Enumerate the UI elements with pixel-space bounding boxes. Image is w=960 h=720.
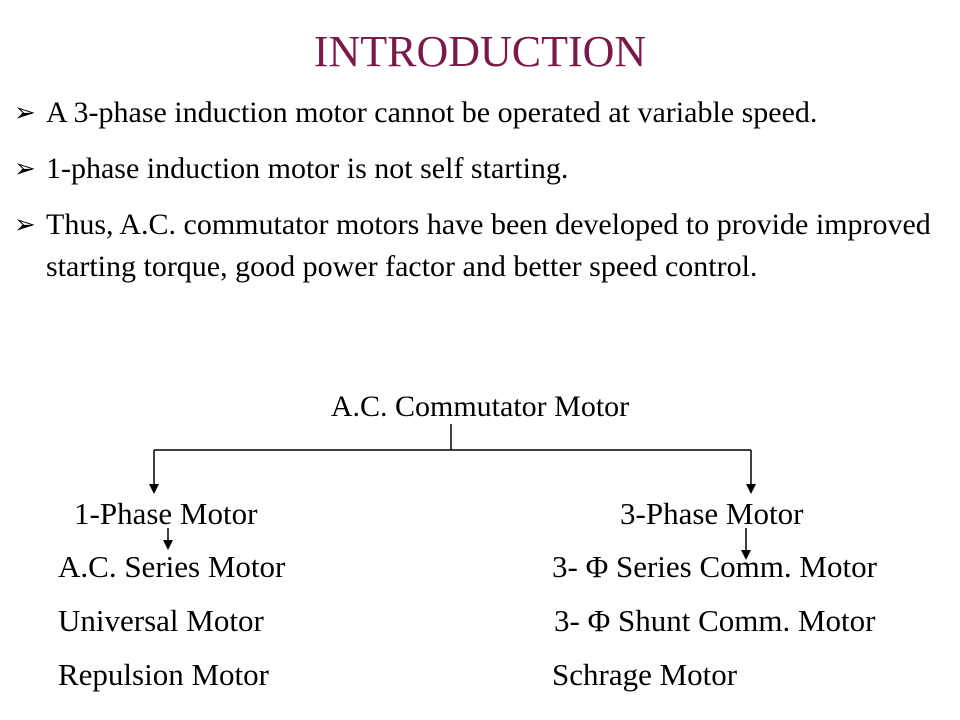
- bullet-text: 1-phase induction motor is not self star…: [46, 152, 569, 185]
- arrow-bullet-icon: ➢: [14, 98, 36, 127]
- bullet-item: ➢ 1-phase induction motor is not self st…: [14, 148, 934, 190]
- right-branch-item: 3- Φ Shunt Comm. Motor: [554, 603, 876, 638]
- left-branch-arrowhead: [149, 484, 159, 494]
- right-branch-item: Schrage Motor: [552, 657, 738, 692]
- left-branch-item: A.C. Series Motor: [58, 549, 286, 584]
- bullet-item: ➢ Thus, A.C. commutator motors have been…: [14, 204, 934, 288]
- left-branch-heading: 1-Phase Motor: [74, 496, 258, 531]
- right-branch-arrowhead: [746, 484, 756, 494]
- bullet-list: ➢ A 3-phase induction motor cannot be op…: [14, 92, 934, 302]
- left-branch-item: Repulsion Motor: [58, 657, 269, 692]
- bullet-text: Thus, A.C. commutator motors have been d…: [46, 208, 931, 283]
- arrow-bullet-icon: ➢: [14, 210, 36, 239]
- slide-title: INTRODUCTION: [313, 27, 647, 76]
- classification-root: A.C. Commutator Motor: [330, 390, 630, 423]
- left-branch-item: Universal Motor: [58, 603, 264, 638]
- bullet-text: A 3-phase induction motor cannot be oper…: [46, 96, 818, 129]
- right-branch-item: 3- Φ Series Comm. Motor: [552, 549, 877, 584]
- right-branch-heading: 3-Phase Motor: [620, 496, 804, 531]
- bullet-item: ➢ A 3-phase induction motor cannot be op…: [14, 92, 934, 134]
- arrow-bullet-icon: ➢: [14, 154, 36, 183]
